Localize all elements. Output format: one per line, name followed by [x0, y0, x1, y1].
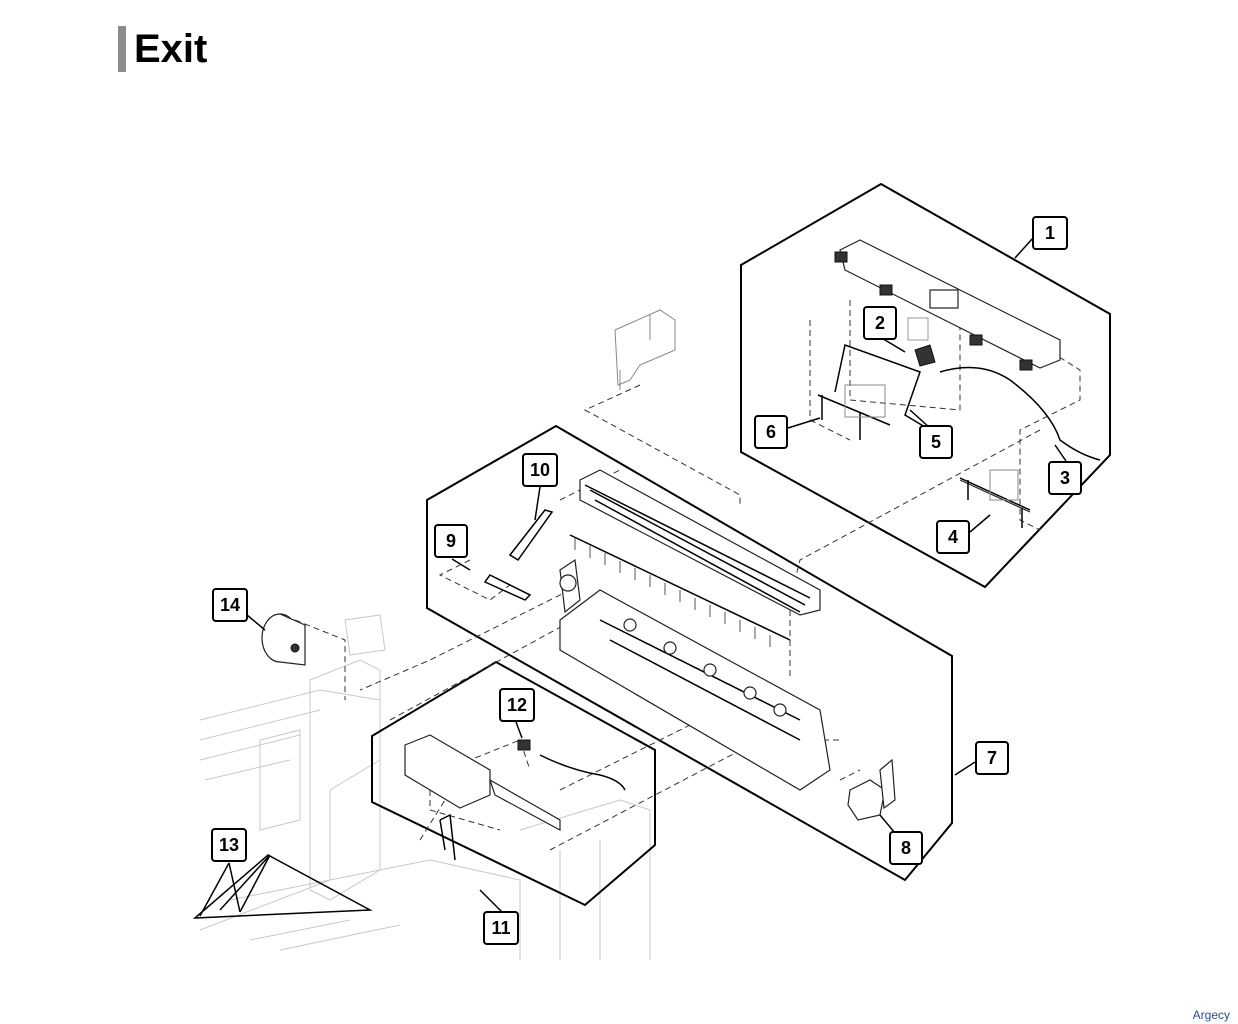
group-outline-1	[740, 182, 1111, 589]
group-outline-11	[371, 660, 656, 907]
brand-watermark: Argecy	[1192, 1008, 1230, 1022]
sensor-bracket-assembly-part	[404, 734, 561, 861]
wire-link-part	[834, 344, 931, 431]
callout-6: 6	[754, 415, 788, 449]
sensor-part	[907, 317, 936, 367]
leader-lines	[199, 237, 1067, 917]
rail-assembly-part	[834, 239, 1061, 371]
callout-label: 3	[1060, 468, 1070, 488]
flap-part	[817, 384, 891, 440]
side-bracket-part	[847, 758, 896, 821]
callout-label: 1	[1045, 223, 1055, 243]
callout-label: 5	[931, 432, 941, 452]
title-accent-bar	[118, 26, 126, 72]
callout-label: 13	[219, 835, 239, 855]
sensor-cable-part	[517, 739, 626, 791]
harness-cable-part	[939, 366, 1101, 461]
page-title: Exit	[134, 27, 208, 71]
group-outline-7	[426, 424, 953, 882]
callout-8: 8	[889, 831, 923, 865]
callout-label: 11	[491, 918, 510, 938]
top-bracket-part	[614, 309, 676, 390]
belt-part	[483, 574, 532, 601]
callout-5: 5	[919, 425, 953, 459]
gear-part	[559, 574, 577, 592]
callout-label: 8	[901, 838, 911, 858]
callout-label: 9	[446, 531, 456, 551]
exit-unit-part	[559, 469, 831, 791]
callout-14: 14	[212, 588, 248, 622]
callout-3: 3	[1048, 461, 1082, 495]
callout-11: 11	[483, 911, 519, 945]
drive-belt-part	[508, 509, 554, 562]
callout-9: 9	[434, 524, 468, 558]
motor-part	[261, 613, 306, 666]
guide-bracket-part	[959, 469, 1031, 528]
callout-label: 2	[875, 313, 885, 333]
callout-13: 13	[211, 828, 247, 862]
callout-label: 14	[220, 595, 240, 615]
wire-frame-part	[192, 854, 373, 919]
callout-1: 1	[1032, 216, 1068, 250]
callout-7: 7	[975, 741, 1009, 775]
callout-label: 4	[948, 527, 958, 547]
callout-label: 10	[530, 460, 550, 480]
callout-10: 10	[522, 453, 558, 487]
callout-label: 7	[987, 748, 997, 768]
callout-label: 6	[766, 422, 776, 442]
callout-12: 12	[499, 688, 535, 722]
callout-2: 2	[863, 306, 897, 340]
callout-4: 4	[936, 520, 970, 554]
printer-frame-outline	[199, 614, 651, 960]
callout-label: 12	[507, 695, 527, 715]
